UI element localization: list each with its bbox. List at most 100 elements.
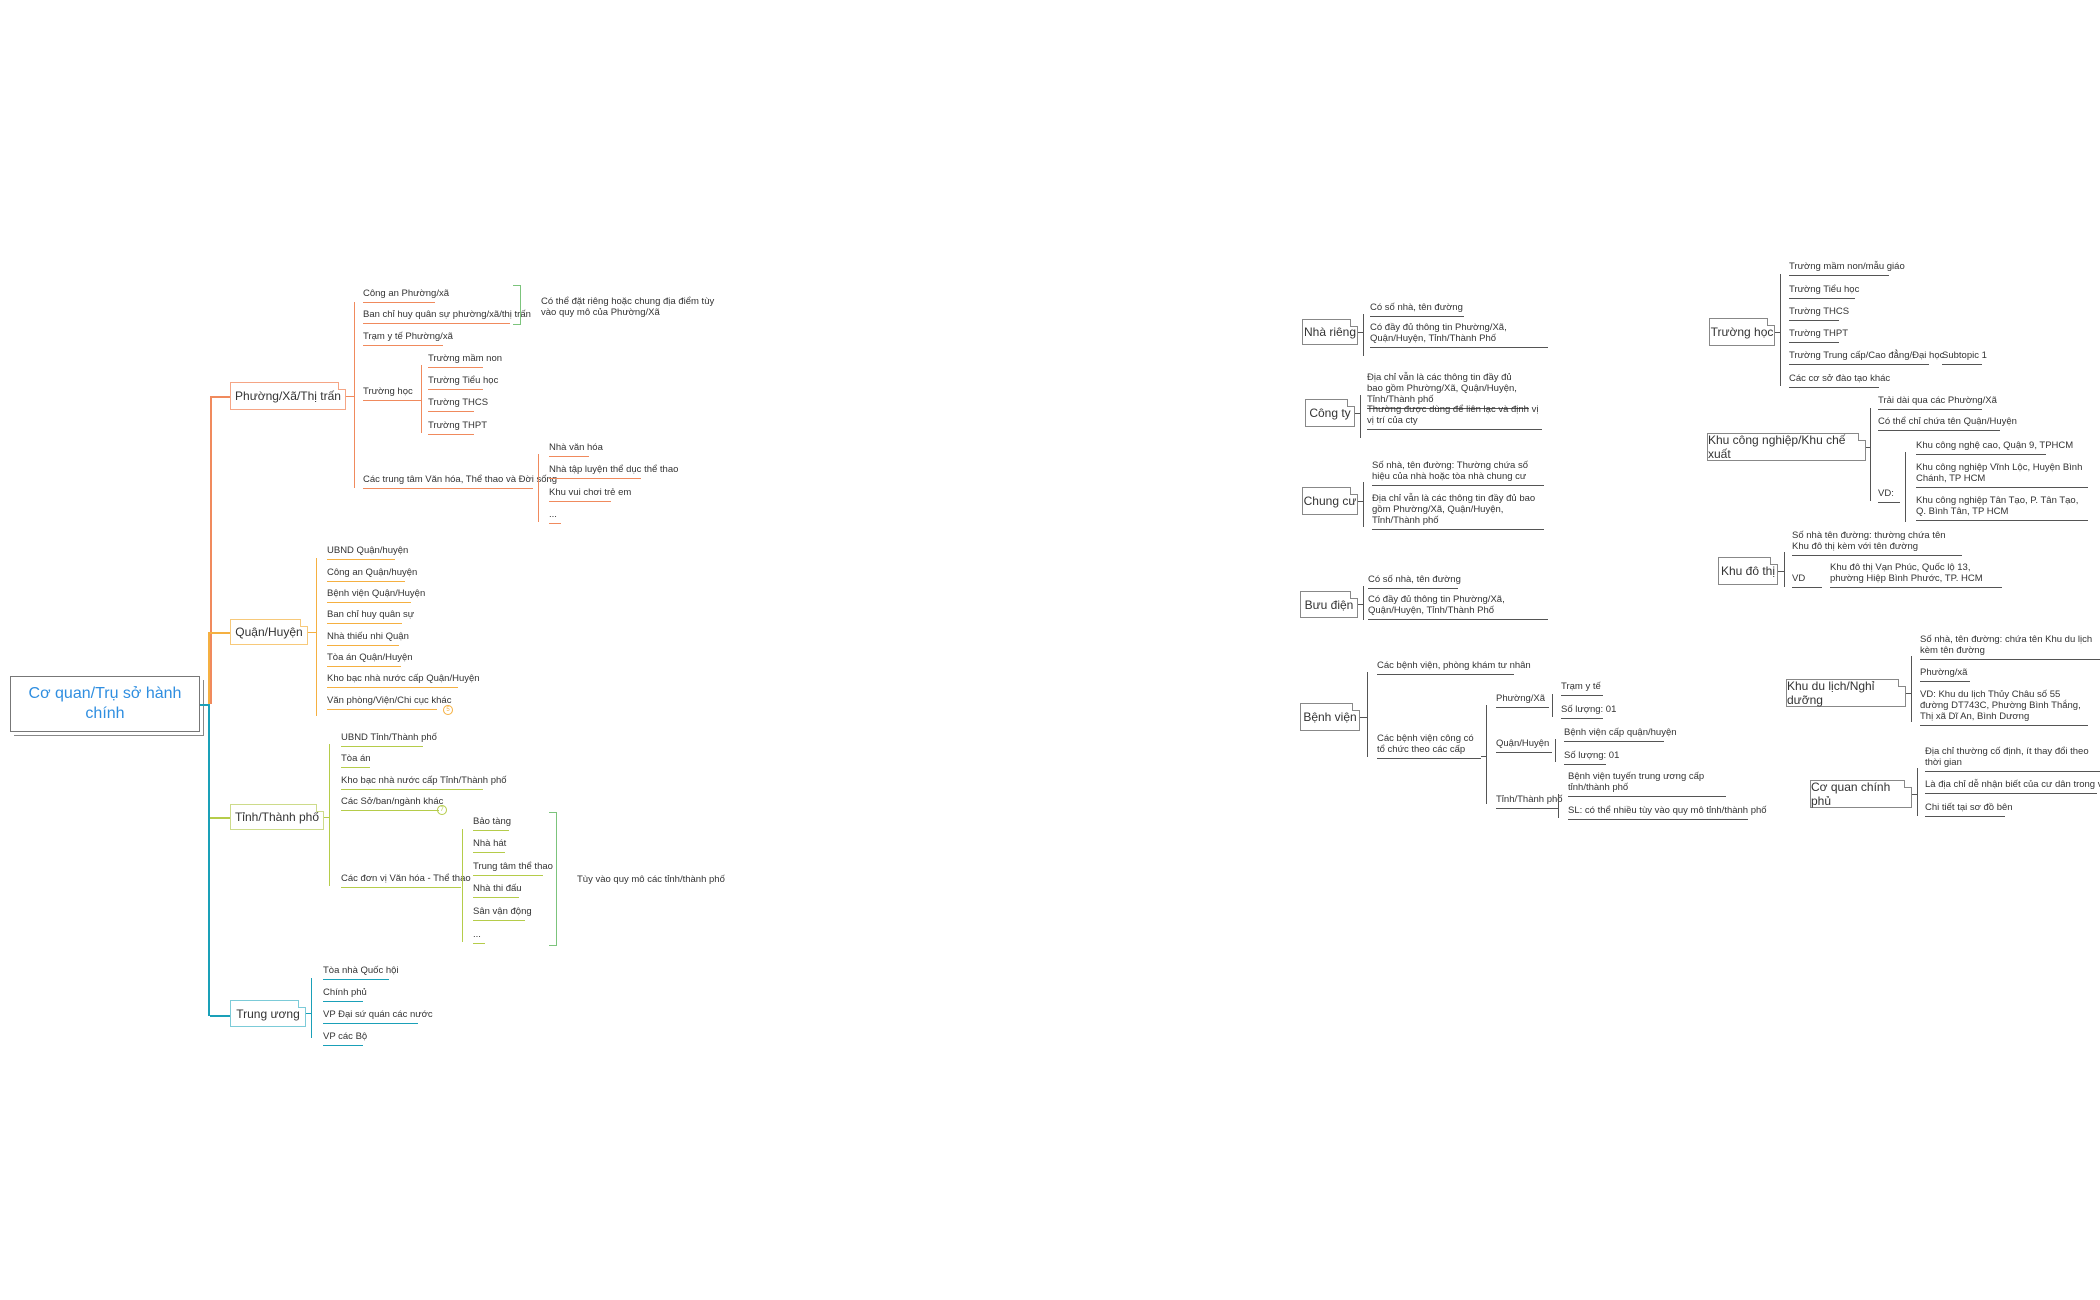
- node-cong-ty-1[interactable]: Thường được dùng để liên lạc và định vị …: [1367, 404, 1542, 430]
- node-cong-an-phuong[interactable]: Công an Phường/xã: [363, 288, 449, 303]
- node-toa-an-quan[interactable]: Tòa án Quận/Huyện: [327, 652, 413, 667]
- node-trung-tam-the-thao[interactable]: Trung tâm thể thao: [473, 861, 553, 876]
- node-kdl-2[interactable]: VD: Khu du lịch Thủy Châu số 55 đường DT…: [1920, 689, 2088, 726]
- node-kdt-0[interactable]: Số nhà tên đường: thường chứa tên Khu đô…: [1792, 530, 1962, 556]
- summary-phuong[interactable]: Có thể đặt riêng hoặc chung địa điểm tùy…: [541, 296, 715, 318]
- collapsed-count-badge[interactable]: 5: [443, 705, 453, 715]
- node-cac-so-ban[interactable]: Các Sở/ban/ngành khác: [341, 796, 443, 811]
- summary-tinh[interactable]: Tùy vào quy mô các tỉnh/thành phố: [577, 874, 725, 885]
- node-kdl-1[interactable]: Phường/xã: [1920, 667, 1970, 682]
- node-tieu-hoc[interactable]: Trường Tiểu học: [1789, 284, 1859, 299]
- node-level-phuong[interactable]: Phường/Xã: [1496, 693, 1549, 708]
- topic-cong-ty[interactable]: Công ty: [1305, 399, 1355, 427]
- node-buu-dien-1[interactable]: Có đầy đủ thông tin Phường/Xã, Quận/Huyệ…: [1368, 594, 1548, 620]
- node-van-hoa-phuong[interactable]: Các trung tâm Văn hóa, Thể thao và Đời s…: [363, 474, 557, 489]
- node-level-tinh[interactable]: Tỉnh/Thành phố: [1496, 794, 1563, 809]
- node-kho-bac-tinh[interactable]: Kho bạc nhà nước cấp Tỉnh/Thành phố: [341, 775, 507, 790]
- node-truong-hoc-phuong[interactable]: Trường học: [363, 386, 421, 401]
- node-chung-cu-0[interactable]: Số nhà, tên đường: Thường chứa số hiệu c…: [1372, 460, 1544, 486]
- node-nha-thi-dau[interactable]: Nhà thi đấu: [473, 883, 522, 898]
- node-nha-thieu-nhi[interactable]: Nhà thiếu nhi Quận: [327, 631, 409, 646]
- connector: [1358, 501, 1363, 502]
- node-chung-cu-1[interactable]: Địa chỉ vẫn là các thông tin đầy đủ bao …: [1372, 493, 1544, 530]
- node-mam-non-mau-giao[interactable]: Trường mầm non/mẫu giáo: [1789, 261, 1905, 276]
- node-kcn-example-2[interactable]: Khu công nghiệp Tân Tạo, P. Tân Tạo, Q. …: [1916, 495, 2088, 521]
- node-cong-an-quan[interactable]: Công an Quận/huyện: [327, 567, 417, 582]
- node-ubnd-quan[interactable]: UBND Quận/huyện: [327, 545, 408, 560]
- node-thpt[interactable]: Trường THPT: [428, 420, 487, 435]
- node-kdl-0[interactable]: Số nhà, tên đường: chứa tên Khu du lịch …: [1920, 634, 2100, 660]
- node-benh-vien-quan[interactable]: Bệnh viện Quận/Huyện: [327, 588, 425, 603]
- topic-buu-dien[interactable]: Bưu điện: [1300, 591, 1358, 618]
- node-ubnd-tinh[interactable]: UBND Tỉnh/Thành phố: [341, 732, 437, 747]
- node-cong-ty-0[interactable]: Địa chỉ vẫn là các thông tin đầy đủ bao …: [1367, 372, 1529, 409]
- node-kcn-0[interactable]: Trải dài qua các Phường/Xã: [1878, 395, 1997, 410]
- node-tram-y-te[interactable]: Trạm y tế: [1561, 681, 1603, 696]
- node-nha-rieng-1[interactable]: Có đầy đủ thông tin Phường/Xã, Quận/Huyệ…: [1370, 322, 1548, 348]
- node-cq-1[interactable]: Là địa chỉ dễ nhận biết của cư dân trong…: [1925, 779, 2100, 794]
- node-quoc-hoi[interactable]: Tòa nhà Quốc hội: [323, 965, 399, 980]
- node-ellipsis[interactable]: ...: [549, 509, 561, 524]
- node-benh-vien-tu-nhan[interactable]: Các bệnh viện, phòng khám tư nhân: [1377, 660, 1531, 675]
- topic-khu-do-thi[interactable]: Khu đô thị: [1718, 557, 1778, 585]
- node-nha-tap-luyen[interactable]: Nhà tập luyện thể dục thể thao: [549, 464, 678, 479]
- node-don-vi-van-hoa[interactable]: Các đơn vị Văn hóa - Thể thao: [341, 873, 471, 888]
- node-thcs[interactable]: Trường THCS: [1789, 306, 1849, 321]
- node-trung-cap-dai-hoc[interactable]: Trường Trung cấp/Cao đẳng/Đại học: [1789, 350, 1944, 365]
- topic-phuong[interactable]: Phường/Xã/Thị trấn: [230, 382, 346, 410]
- node-dai-su-quan[interactable]: VP Đại sứ quán các nước: [323, 1009, 433, 1024]
- node-thpt[interactable]: Trường THPT: [1789, 328, 1848, 343]
- node-ellipsis[interactable]: ...: [473, 929, 485, 944]
- node-tieu-hoc[interactable]: Trường Tiểu học: [428, 375, 498, 390]
- topic-co-quan-chinh-phu[interactable]: Cơ quan chính phủ: [1810, 780, 1912, 808]
- node-kdt-vd[interactable]: VD: [1792, 573, 1822, 588]
- topic-nha-rieng[interactable]: Nhà riêng: [1302, 319, 1358, 345]
- node-tram-y-te-phuong[interactable]: Trạm y tế Phường/xã: [363, 331, 453, 346]
- node-kcn-example-0[interactable]: Khu công nghệ cao, Quận 9, TPHCM: [1916, 440, 2073, 455]
- connector: [1912, 794, 1917, 795]
- node-mam-non[interactable]: Trường mầm non: [428, 353, 502, 368]
- node-kcn-example-1[interactable]: Khu công nghiệp Vĩnh Lộc, Huyện Bình Chá…: [1916, 462, 2088, 488]
- node-kdt-example[interactable]: Khu đô thị Vạn Phúc, Quốc lộ 13, phường …: [1830, 562, 2002, 588]
- node-toa-an-tinh[interactable]: Tòa án: [341, 753, 371, 768]
- node-kho-bac-quan[interactable]: Kho bạc nhà nước cấp Quận/Huyện: [327, 673, 480, 688]
- topic-label: Khu công nghiệp/Khu chế xuất: [1708, 433, 1846, 461]
- node-kcn-vd[interactable]: VD:: [1878, 488, 1900, 503]
- topic-khu-cong-nghiep[interactable]: Khu công nghiệp/Khu chế xuất: [1707, 433, 1866, 461]
- topic-chung-cu[interactable]: Chung cư: [1302, 487, 1358, 515]
- root-topic[interactable]: Cơ quan/Trụ sở hành chính: [10, 676, 200, 732]
- node-bv-tinh[interactable]: Bệnh viện tuyến trung ương cấp tỉnh/thàn…: [1568, 771, 1726, 797]
- topic-tinh[interactable]: Tỉnh/Thành phố: [230, 804, 324, 830]
- node-chinh-phu[interactable]: Chính phủ: [323, 987, 367, 1002]
- node-van-phong-khac[interactable]: Văn phòng/Viện/Chi cục khác: [327, 695, 451, 710]
- node-vp-cac-bo[interactable]: VP các Bộ: [323, 1031, 367, 1046]
- node-ban-chi-huy-quan[interactable]: Ban chỉ huy quân sự: [327, 609, 414, 624]
- node-ban-chi-huy-phuong[interactable]: Ban chỉ huy quân sự phường/xã/thị trấn: [363, 309, 531, 324]
- node-nha-hat[interactable]: Nhà hát: [473, 838, 506, 853]
- node-thcs[interactable]: Trường THCS: [428, 397, 488, 412]
- node-nha-rieng-0[interactable]: Có số nhà, tên đường: [1370, 302, 1464, 317]
- topic-trung-uong[interactable]: Trung ương: [230, 1000, 306, 1027]
- node-subtopic[interactable]: Subtopic 1: [1942, 350, 1987, 365]
- node-san-van-dong[interactable]: Sân vận động: [473, 906, 532, 921]
- node-so-luong[interactable]: Số lượng: 01: [1564, 750, 1619, 765]
- node-so-luong[interactable]: Số lượng: 01: [1561, 704, 1616, 719]
- node-sl-tinh[interactable]: SL: có thể nhiều tùy vào quy mô tỉnh/thà…: [1568, 805, 1767, 820]
- node-cq-2[interactable]: Chi tiết tại sơ đồ bên: [1925, 802, 2013, 817]
- node-bao-tang[interactable]: Bảo tàng: [473, 816, 511, 831]
- node-kcn-1[interactable]: Có thể chỉ chứa tên Quận/Huyện: [1878, 416, 2017, 431]
- node-benh-vien-cong[interactable]: Các bệnh viện công có tổ chức theo các c…: [1377, 733, 1481, 759]
- node-khu-vui-choi[interactable]: Khu vui chơi trẻ em: [549, 487, 631, 502]
- node-level-quan[interactable]: Quận/Huyện: [1496, 738, 1552, 753]
- topic-khu-du-lich[interactable]: Khu du lịch/Nghỉ dưỡng: [1786, 679, 1906, 707]
- node-co-so-khac[interactable]: Các cơ sở đào tạo khác: [1789, 373, 1890, 388]
- collapsed-count-badge[interactable]: 7: [437, 805, 447, 815]
- node-bv-quan[interactable]: Bệnh viện cấp quận/huyện: [1564, 727, 1677, 742]
- topic-label: Bưu điện: [1304, 597, 1354, 612]
- node-nha-van-hoa[interactable]: Nhà văn hóa: [549, 442, 603, 457]
- node-buu-dien-0[interactable]: Có số nhà, tên đường: [1368, 574, 1461, 589]
- topic-truong-hoc[interactable]: Trường học: [1709, 318, 1775, 346]
- topic-benh-vien[interactable]: Bệnh viện: [1300, 703, 1360, 731]
- topic-quan[interactable]: Quận/Huyện: [230, 619, 308, 645]
- node-cq-0[interactable]: Địa chỉ thường cố định, ít thay đổi theo…: [1925, 746, 2100, 772]
